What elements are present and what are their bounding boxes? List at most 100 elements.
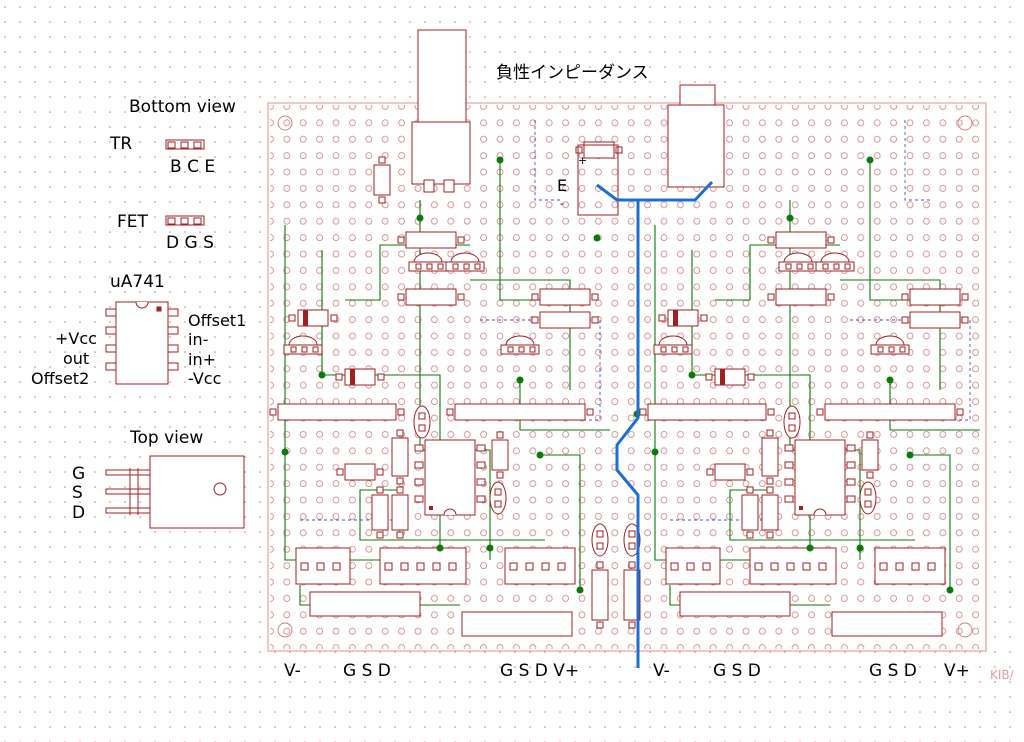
resistor [531,288,599,306]
opamp-ic [414,439,486,516]
capacitor [591,523,609,557]
capacitor [859,481,877,515]
pin-header [504,547,576,585]
resistor [269,403,405,421]
label-left-vminus: V- [284,661,301,681]
resistor [706,463,754,481]
legend-graphics [105,139,245,529]
board-marker-e: E [557,176,568,195]
top-view-pin-g: G [72,464,86,484]
diode [658,309,708,327]
resistor [901,288,969,306]
resistor [371,486,389,539]
resistor [816,403,964,421]
resistor [391,486,409,539]
page-title: 負性インピーダンス [496,63,649,83]
label-right-gsd2: G S D [869,661,917,681]
opamp-pin-offset2: Offset2 [31,369,90,388]
tr-bottom-view-icon [165,139,205,150]
mount-hole-bl [277,622,293,638]
resistor [767,231,835,249]
opamp-pin-offset1: Offset1 [188,311,247,330]
trimmer [831,611,943,637]
diode [705,368,755,386]
resistor [901,311,969,329]
fet-pins: D G S [166,233,214,253]
mount-hole-br [957,622,973,638]
resistor [391,429,409,485]
transistor [283,335,323,355]
transistor [778,252,818,272]
trimmer [461,611,573,637]
jack-right [667,84,725,188]
transistor [500,335,540,355]
resistor [639,403,775,421]
opamp-pin-in-minus: in- [188,330,209,349]
opamp-pin-out: out [63,349,90,368]
resistor [531,311,599,329]
transistor [815,252,855,272]
pin-header [665,547,721,585]
opamp-label: uA741 [110,272,165,292]
blue-wire [596,180,714,668]
opamp-dip-icon [105,301,179,385]
diode [288,309,338,327]
transistor [408,252,448,272]
label-center-gsd-vplus: G S D V+ [500,661,580,681]
transistor [445,252,485,272]
resistor [446,403,594,421]
mount-hole-tl [277,115,293,131]
pin-header [379,547,467,585]
label-left-gsd: G S D [343,661,391,681]
watermark: KIB/ [990,668,1014,682]
tr-label: TR [110,134,133,154]
resistor [741,486,759,539]
components [269,141,969,637]
label-right-vminus: V- [653,661,670,681]
resistor [397,288,465,306]
resistor [575,141,623,159]
resistor [761,486,779,539]
tr-pins: B C E [170,157,216,177]
transistor [653,335,693,355]
board-marker-minus: - [560,197,564,210]
to220-top-view-icon [105,455,245,529]
top-view-pin-s: S [72,483,83,503]
resistor [861,431,879,479]
resistor [767,288,835,306]
capacitor [489,481,507,515]
opamp-pin-vcc-plus: +Vcc [55,329,97,348]
resistor [761,429,779,485]
opamp-pin-in-plus: in+ [188,350,216,369]
resistor [623,561,641,629]
opamp-ic [784,439,856,516]
resistor [336,463,384,481]
junction-dots [281,156,954,594]
input-connector [577,144,619,216]
pin-header [749,547,837,585]
label-right-vplus: V+ [944,661,970,681]
resistor [491,431,509,479]
trimmer [679,591,791,617]
pin-header [874,547,946,585]
board-marker-plus: + [578,154,588,167]
bottom-view-title: Bottom view [129,97,236,117]
mount-hole-tr [957,115,973,131]
opamp-pin-vcc-minus: -Vcc [188,369,222,388]
capacitor [783,405,801,439]
resistor [397,231,465,249]
jack-left [411,29,471,193]
top-view-pin-d: D [72,503,86,523]
fet-label: FET [117,212,148,232]
resistor [591,561,609,629]
pin-header [295,547,351,585]
resistor [373,156,391,204]
top-view-title: Top view [130,428,204,448]
label-right-gsd1: G S D [713,661,761,681]
capacitor [413,405,431,439]
fet-bottom-view-icon [165,215,205,226]
transistor [870,335,910,355]
capacitor [623,523,641,557]
trimmer [309,591,421,617]
